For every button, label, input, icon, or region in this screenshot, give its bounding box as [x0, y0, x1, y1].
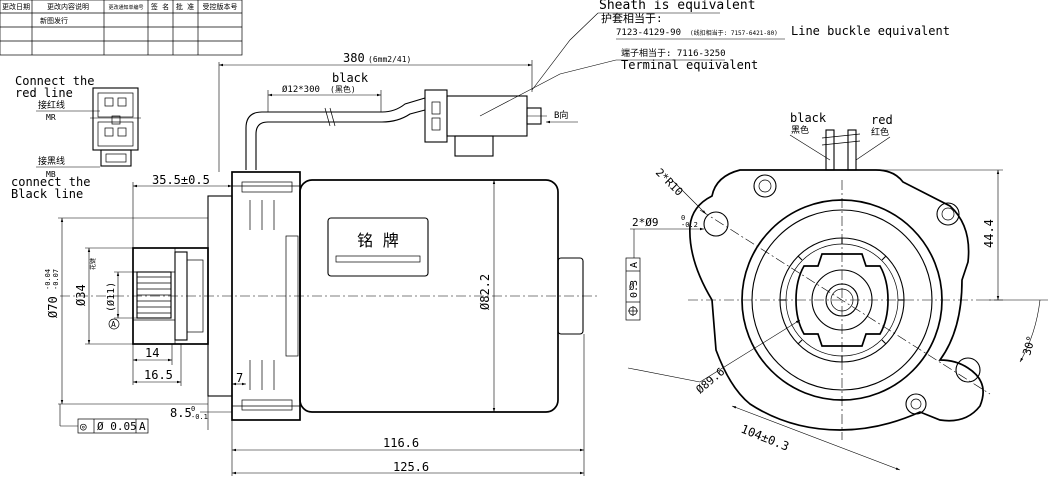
connector-red-cn: 接红线: [38, 99, 65, 111]
rev-header-version: 受控版本号: [203, 2, 238, 11]
connector-red-en-2: red line: [15, 86, 73, 100]
connector-black-code: MB: [46, 170, 56, 179]
datum-marker: [108, 318, 120, 330]
dim-8-5-tol-up: 0: [191, 405, 195, 413]
rev-header-approve: 批 准: [176, 2, 194, 11]
dim-angle: 30°: [1020, 334, 1038, 357]
dim-outer-tol-dn: -0.07: [52, 269, 60, 290]
dim-bolt-circle: Ø89.6: [694, 365, 728, 396]
dim-16-5: 16.5: [144, 368, 173, 382]
note-terminal-cn: 端子相当于: 7116-3250: [621, 47, 726, 59]
end-wire-red-cn: 红色: [871, 126, 889, 138]
part-notes: Sheath is equivalent 护套相当于: 7123-4129-90…: [479, 0, 950, 117]
dim-8-5: 8.5: [170, 406, 192, 420]
gdt-position-dia-symbol: Ø: [629, 282, 635, 293]
spline-teeth: [136, 271, 172, 319]
dim-104: 104±0.3: [739, 422, 791, 454]
spline-note: 花键: [89, 258, 97, 270]
gdt-position-datum: A: [629, 262, 640, 268]
dim-cable-length: 380: [343, 51, 365, 65]
dim-hole-diameter: 2*Ø9: [632, 216, 659, 229]
gdt-datum: A: [139, 420, 146, 433]
dim-spline-diameter: (Ø11): [105, 282, 117, 312]
side-view: 380 (6mm2/41) black Ø12*300 (黑色) B向: [44, 51, 600, 476]
end-wire-black: black: [790, 111, 827, 125]
revision-table: 更改日期 更改内容说明 更改通知单编号 签 名 批 准 受控版本号 新图发行: [0, 0, 243, 56]
nameplate: [327, 217, 429, 277]
wire-spec: Ø12*300: [282, 84, 320, 95]
wire-spec-cn: (黑色): [330, 84, 356, 94]
connector-black-en-2: Black line: [11, 187, 83, 201]
end-wire-red: red: [871, 113, 893, 127]
note-sheath-part-note: (线扣相当于: 7157-6421-80): [690, 29, 778, 37]
rev-header-date: 更改日期: [2, 2, 30, 11]
dim-14: 14: [145, 346, 159, 360]
dim-shaft-diameter: Ø34: [74, 284, 88, 306]
dim-radius: 2*R10: [653, 166, 686, 199]
dim-outer-tol-up: -0.04: [44, 269, 52, 290]
note-terminal-en: Terminal equivalent: [621, 58, 758, 72]
note-sheath-part: 7123-4129-90: [616, 28, 681, 38]
end-wire-black-cn: 黑色: [791, 124, 809, 136]
note-sheath-cn: 护套相当于:: [601, 11, 663, 25]
dim-7: 7: [236, 371, 243, 385]
dim-hole-tol-up: 0: [681, 214, 685, 222]
dim-body-diameter: Ø82.2: [478, 274, 492, 310]
gdt-value: Ø 0.05: [97, 420, 137, 433]
connector-black-cn: 接黑线: [38, 155, 65, 167]
rev-header-notice: 更改通知单编号: [108, 4, 143, 11]
connector-red-en-1: Connect the: [15, 74, 94, 88]
gdt-position-value: 0.3: [629, 280, 640, 298]
gdt-position-frame: 0.3 A Ø: [625, 257, 641, 321]
note-sheath-en: Sheath is equivalent: [599, 0, 756, 13]
connector-black-en-1: connect the: [11, 175, 90, 189]
view-b-label: B向: [554, 109, 568, 121]
connector-red-code: MR: [46, 113, 56, 122]
dim-hole-tol-dn: -0.2: [681, 221, 698, 229]
dim-44-4: 44.4: [982, 219, 996, 248]
wire-color-label: black: [332, 71, 369, 85]
nameplate-label: 铭 牌: [357, 231, 399, 250]
rev-row-1-desc: 新图发行: [40, 16, 68, 25]
rev-header-desc: 更改内容说明: [47, 2, 89, 11]
connector-detail: Connect the red line 接红线 MR 接黑线 MB conne…: [11, 74, 141, 201]
end-view: black 黑色 red 红色: [625, 111, 1048, 471]
dim-125-6: 125.6: [393, 460, 429, 474]
dim-cable-spec: (6mm2/41): [368, 55, 411, 64]
gdt-symbol: ◎: [80, 420, 87, 433]
dim-flange-offset: 35.5±0.5: [152, 173, 210, 187]
rev-header-sign: 签 名: [151, 2, 169, 11]
dim-116-6: 116.6: [383, 436, 419, 450]
gdt-concentricity-frame: ◎ Ø 0.05 A: [59, 404, 149, 434]
dim-outer-diameter: Ø70: [46, 296, 60, 318]
note-line-buckle-en: Line buckle equivalent: [791, 24, 950, 38]
datum-marker-label: A: [111, 320, 116, 329]
dim-8-5-tol-dn: -0.1: [191, 413, 208, 421]
